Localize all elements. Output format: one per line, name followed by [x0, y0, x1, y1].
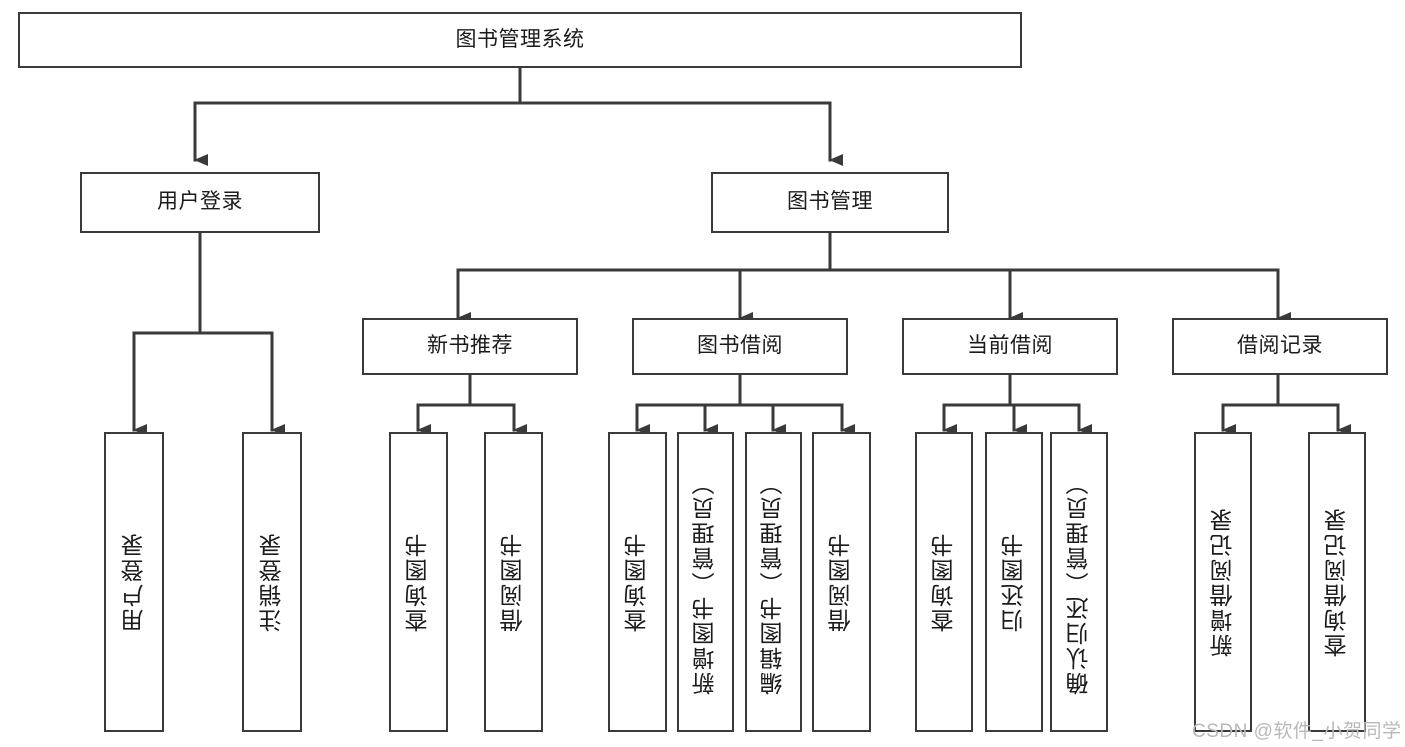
node-label: 查询图书 — [405, 532, 432, 632]
node-label: 注销登录 — [258, 532, 285, 632]
node-label: 查询图书 — [624, 532, 651, 632]
csdn-watermark: CSDN @软件_小贺同学 — [1192, 721, 1402, 742]
leaf-new-book-query-book[interactable]: 查询图书 — [389, 432, 448, 732]
node-new-book-recommend[interactable]: 新书推荐 — [362, 318, 578, 375]
node-root-book-management-system[interactable]: 图书管理系统 — [18, 12, 1022, 68]
node-label: 查询图书 — [930, 532, 957, 632]
node-label: 新书推荐 — [427, 334, 513, 358]
leaf-book-borrow-borrow-book[interactable]: 借阅图书 — [812, 432, 871, 732]
node-label: 用户登录 — [120, 532, 147, 632]
node-borrow-record[interactable]: 借阅记录 — [1172, 318, 1388, 375]
node-label: 借阅图书 — [828, 532, 855, 632]
node-label: 图书管理 — [787, 190, 873, 214]
node-book-management[interactable]: 图书管理 — [711, 172, 949, 233]
leaf-current-borrow-confirm-return-admin[interactable]: 确认归还（管理员） — [1050, 432, 1108, 732]
leaf-new-book-borrow-book[interactable]: 借阅图书 — [484, 432, 543, 732]
node-label: 用户登录 — [157, 190, 243, 214]
leaf-book-borrow-add-book-admin[interactable]: 新增图书（管理员） — [677, 432, 734, 732]
leaf-current-borrow-return-book[interactable]: 归还图书 — [985, 432, 1043, 732]
node-label: 借阅图书 — [500, 532, 527, 632]
node-label: 图书管理系统 — [455, 27, 585, 51]
node-book-borrow[interactable]: 图书借阅 — [632, 318, 848, 375]
node-current-borrow[interactable]: 当前借阅 — [902, 318, 1118, 375]
node-label: 确认归还（管理员） — [1065, 469, 1092, 695]
leaf-book-borrow-edit-book-admin[interactable]: 编辑图书（管理员） — [745, 432, 802, 732]
leaf-borrow-record-query-record[interactable]: 查询借阅记录 — [1308, 432, 1366, 732]
leaf-borrow-record-add-record[interactable]: 新增借阅记录 — [1194, 432, 1252, 732]
node-label: 借阅记录 — [1237, 334, 1323, 358]
node-label: 新增图书（管理员） — [692, 469, 719, 695]
node-label: 图书借阅 — [697, 334, 783, 358]
node-user-login[interactable]: 用户登录 — [80, 172, 320, 233]
leaf-current-borrow-query-book[interactable]: 查询图书 — [915, 432, 973, 732]
node-label: 查询借阅记录 — [1323, 507, 1350, 657]
node-label: 当前借阅 — [967, 334, 1053, 358]
leaf-book-borrow-query-book[interactable]: 查询图书 — [608, 432, 667, 732]
node-label: 编辑图书（管理员） — [760, 469, 787, 695]
leaf-user-login-login[interactable]: 用户登录 — [104, 432, 164, 732]
node-label: 归还图书 — [1000, 532, 1027, 632]
node-label: 新增借阅记录 — [1209, 507, 1236, 657]
leaf-user-login-logout[interactable]: 注销登录 — [242, 432, 302, 732]
